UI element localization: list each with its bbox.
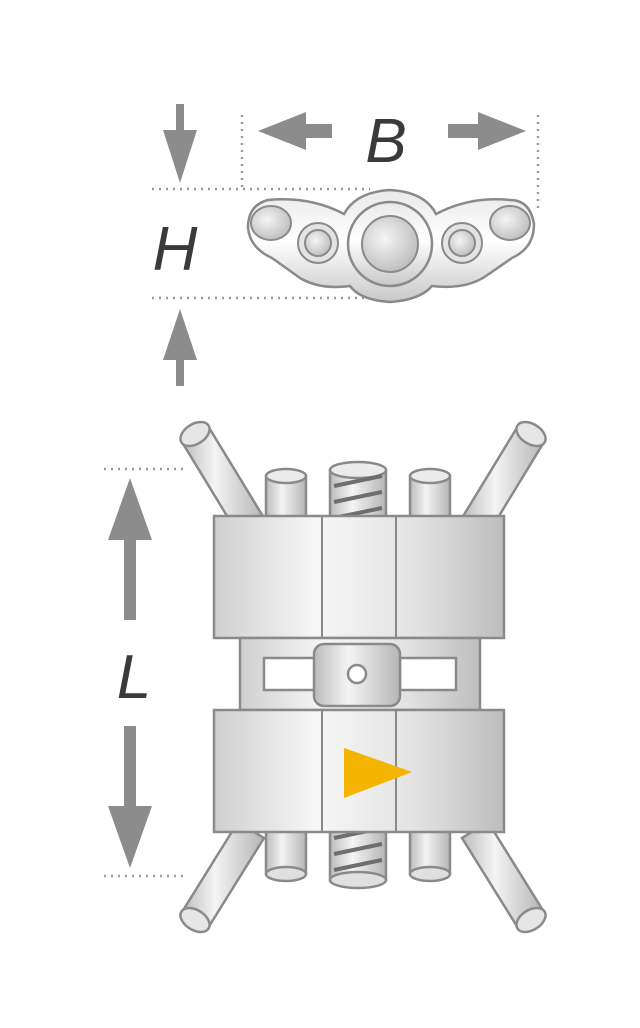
length-dimension-arrows bbox=[108, 478, 152, 868]
plate-center-hole bbox=[361, 215, 419, 273]
height-dimension-label: H bbox=[153, 215, 198, 284]
slot-right bbox=[398, 656, 458, 692]
middle-connector bbox=[238, 636, 482, 712]
plate-hole-right-inner bbox=[448, 229, 476, 257]
top-view: B H bbox=[152, 104, 540, 386]
plate-end-hole-left bbox=[250, 205, 292, 241]
width-dimension-label: B bbox=[365, 107, 406, 176]
side-view: L bbox=[104, 420, 547, 934]
vertical-rods-bottom bbox=[264, 824, 452, 883]
dimension-extension-lines bbox=[152, 115, 540, 300]
top-diagonal-legs bbox=[179, 420, 547, 536]
height-dimension-arrows bbox=[163, 104, 197, 386]
plate-hole-left-inner bbox=[304, 229, 332, 257]
upper-clamp-block bbox=[212, 514, 506, 640]
length-dimension-label: L bbox=[117, 643, 151, 712]
plate-end-hole-right bbox=[489, 205, 531, 241]
base-plate bbox=[246, 188, 536, 304]
play-triangle-icon bbox=[344, 748, 412, 798]
slot-left bbox=[262, 656, 322, 692]
set-screw-hole bbox=[346, 663, 368, 685]
width-dimension-arrows bbox=[258, 112, 526, 150]
